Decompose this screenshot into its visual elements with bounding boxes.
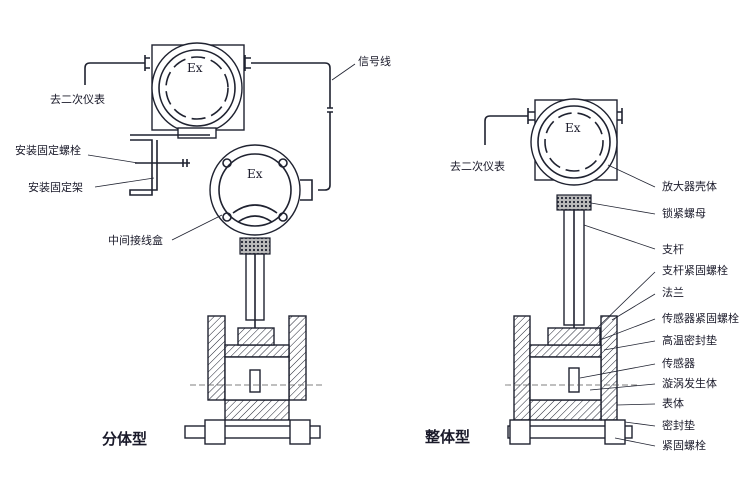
split-type-title: 分体型 bbox=[102, 430, 147, 448]
integral-part-leaders bbox=[579, 164, 656, 447]
integral-sensor-body bbox=[505, 194, 640, 445]
integral-type-title: 整体型 bbox=[425, 428, 470, 446]
label-high-temp-gasket: 高温密封垫 bbox=[662, 333, 717, 347]
label-support-rod: 支杆 bbox=[662, 242, 684, 256]
amplifier-housing: Ex bbox=[144, 42, 251, 139]
label-amplifier-housing: 放大器壳体 bbox=[662, 179, 717, 193]
junction-box: Ex bbox=[209, 144, 313, 236]
label-lock-nut: 锁紧螺母 bbox=[662, 206, 706, 220]
integral-output-cable bbox=[484, 115, 528, 145]
integral-part-labels: 放大器壳体 锁紧螺母 支杆 支杆紧固螺栓 法兰 传感器紧固螺栓 高温密封垫 传感… bbox=[662, 179, 739, 452]
integral-label-to-secondary-instrument: 去二次仪表 bbox=[450, 159, 505, 173]
mounting-bracket bbox=[129, 134, 210, 196]
label-fastening-bolt: 紧固螺栓 bbox=[662, 438, 706, 452]
label-vortex-generator: 漩涡发生体 bbox=[662, 376, 717, 390]
label-signal-cable: 信号线 bbox=[358, 54, 391, 68]
label-mounting-bolt: 安装固定螺栓 bbox=[15, 143, 81, 157]
label-rod-fastening-bolt: 支杆紧固螺栓 bbox=[662, 263, 728, 277]
label-flange: 法兰 bbox=[662, 285, 684, 299]
label-meter-body: 表体 bbox=[662, 396, 684, 410]
label-sensor-fastening-bolt: 传感器紧固螺栓 bbox=[662, 311, 739, 325]
integral-type-unit: Ex 去二次仪表 整体型 bbox=[425, 98, 739, 452]
integral-amplifier-housing: Ex bbox=[527, 98, 623, 186]
label-mounting-bracket: 安装固定架 bbox=[28, 180, 83, 194]
output-cable bbox=[84, 62, 145, 85]
integral-housing-ex-mark: Ex bbox=[565, 121, 581, 135]
label-sensor: 传感器 bbox=[662, 357, 695, 370]
label-junction-box: 中间接线盒 bbox=[108, 233, 163, 247]
housing-ex-mark: Ex bbox=[187, 61, 203, 75]
split-type-unit: Ex 去二次仪表 信号线 安装固定螺栓 安装固定架 Ex 中间接线盒 bbox=[15, 42, 391, 448]
split-sensor-body bbox=[184, 237, 325, 445]
label-to-secondary-instrument: 去二次仪表 bbox=[50, 92, 105, 106]
junction-ex-mark: Ex bbox=[247, 167, 263, 181]
label-gasket: 密封垫 bbox=[662, 418, 695, 432]
signal-cable bbox=[251, 62, 333, 191]
